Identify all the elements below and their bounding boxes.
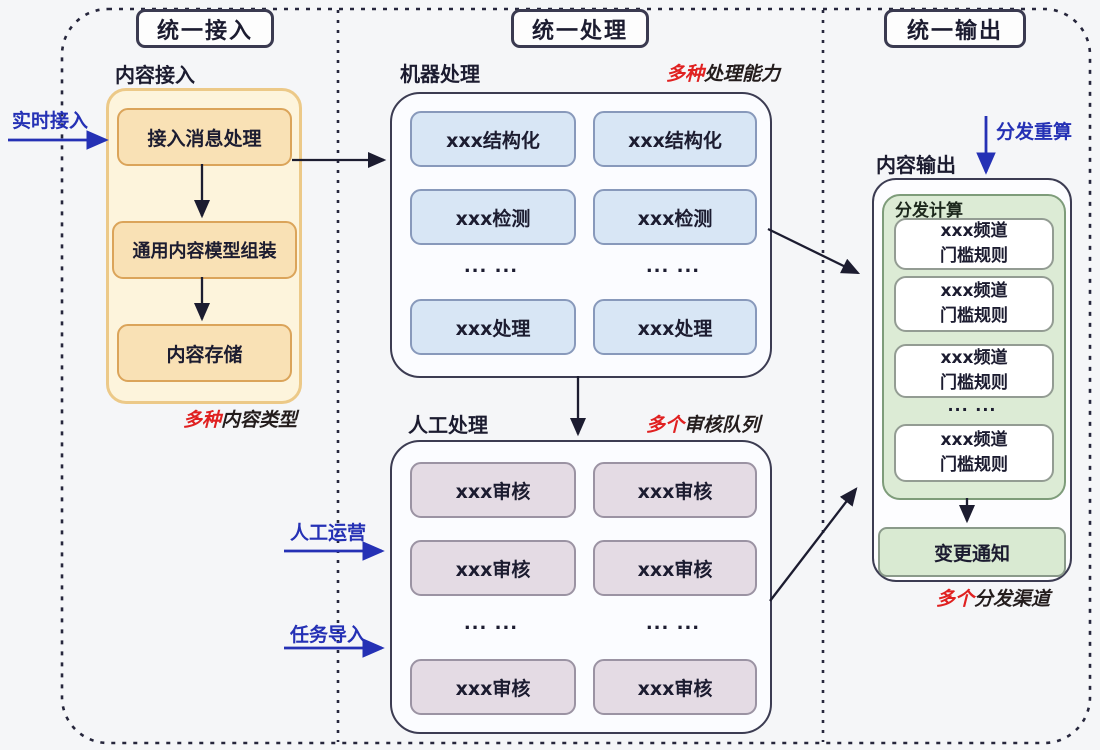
channel-rule-box: xxx频道 门槛规则 (894, 276, 1054, 332)
content-storage-box: 内容存储 (117, 324, 292, 382)
channel-rule-line1: xxx频道 (940, 348, 1008, 369)
dispatch-channels-note-rest: 分发渠道 (974, 588, 1051, 610)
machine-ellipsis: ... ... (463, 256, 519, 277)
channel-rule-line2: 门槛规则 (940, 373, 1008, 393)
redistribute-label: 分发重算 (996, 121, 1073, 143)
task-import-inflow-label: 任务导入 (290, 624, 367, 646)
dispatch-channels-note: 多个分发渠道 (908, 584, 1078, 611)
section-header-process: 统一处理 (511, 9, 649, 48)
machine-capabilities-note: 多种处理能力 (630, 59, 780, 86)
section-header-access: 统一接入 (136, 9, 274, 48)
dispatch-channels-note-em: 多个 (935, 588, 974, 610)
manual-ellipsis: ... ... (463, 613, 519, 634)
realtime-inflow-label: 实时接入 (12, 110, 89, 132)
machine-box: xxx检测 (410, 189, 576, 245)
machine-processing-label: 机器处理 (400, 62, 480, 86)
machine-capabilities-note-em: 多种 (665, 63, 704, 85)
channel-rule-line2: 门槛规则 (940, 246, 1008, 266)
manual-ops-inflow-label: 人工运营 (290, 522, 367, 544)
channel-rule-box: xxx频道 门槛规则 (894, 344, 1054, 398)
review-box: xxx审核 (410, 462, 576, 518)
content-access-label: 内容接入 (115, 63, 195, 87)
section-header-output: 统一输出 (884, 9, 1026, 48)
machine-box: xxx检测 (593, 189, 757, 245)
content-output-label: 内容输出 (876, 153, 956, 177)
channel-rule-line2: 门槛规则 (940, 455, 1008, 475)
change-notify-box: 变更通知 (878, 527, 1066, 577)
review-queues-note-em: 多个 (645, 414, 684, 436)
manual-ellipsis: ... ... (645, 613, 701, 634)
channel-ellipsis: ... ... (947, 396, 997, 415)
channel-rule-box: xxx频道 门槛规则 (894, 218, 1054, 270)
content-types-note: 多种内容类型 (150, 405, 330, 432)
channel-rule-line1: xxx频道 (940, 281, 1008, 302)
review-box: xxx审核 (410, 540, 576, 596)
machine-ellipsis: ... ... (645, 256, 701, 277)
machine-box: xxx结构化 (410, 111, 576, 167)
content-model-box: 通用内容模型组装 (112, 221, 297, 279)
channel-rule-line1: xxx频道 (940, 430, 1008, 451)
review-box: xxx审核 (593, 659, 757, 715)
machine-capabilities-note-rest: 处理能力 (703, 63, 780, 85)
review-box: xxx审核 (410, 659, 576, 715)
channel-rule-box: xxx频道 门槛规则 (894, 424, 1054, 482)
review-box: xxx审核 (593, 462, 757, 518)
content-types-note-rest: 内容类型 (221, 409, 298, 431)
review-queues-note-rest: 审核队列 (683, 414, 760, 436)
machine-box: xxx处理 (410, 299, 576, 355)
access-message-box: 接入消息处理 (117, 108, 292, 166)
review-box: xxx审核 (593, 540, 757, 596)
channel-rule-line1: xxx频道 (940, 221, 1008, 242)
machine-box: xxx结构化 (593, 111, 757, 167)
channel-rule-line2: 门槛规则 (940, 306, 1008, 326)
machine-box: xxx处理 (593, 299, 757, 355)
review-queues-note: 多个审核队列 (615, 410, 760, 437)
manual-processing-label: 人工处理 (408, 413, 488, 437)
content-types-note-em: 多种 (182, 409, 221, 431)
